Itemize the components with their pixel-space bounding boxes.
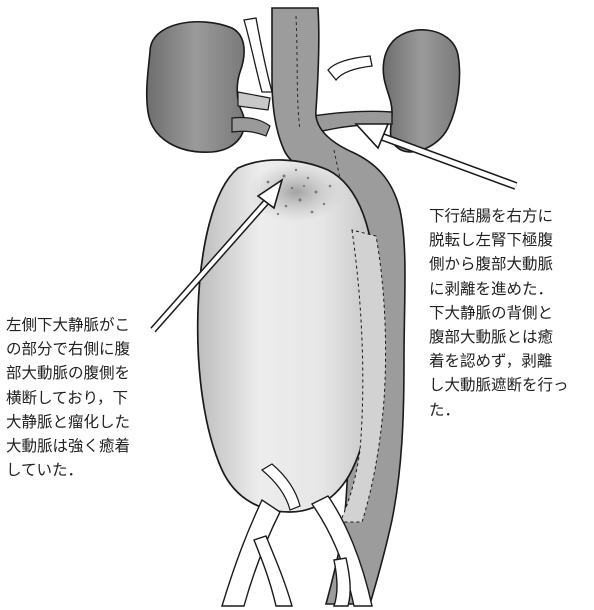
caption-left-line: 左側下大静脈がこ [6,313,130,337]
right-renal-vessel [238,92,270,110]
caption-left-line: の部分で右側に腹 [6,337,130,361]
right-kidney [147,22,245,152]
caption-left-line: 大静脈と瘤化した [6,410,130,434]
left-kidney [383,30,459,152]
caption-right-line: た． [429,398,569,422]
caption-right-line: 側から腹部大動脈 [429,252,569,276]
right-iliac-branch [254,536,292,606]
caption-right-line: 脱転し左腎下極腹 [429,228,569,252]
left-iliac-branch [334,558,350,606]
upper-right-vessel [328,56,372,80]
caption-left-line: していた． [6,458,130,482]
caption-left-line: 部大動脈の腹側を [6,361,130,385]
caption-right-line: に剥離を進めた． [429,277,569,301]
caption-right-line: 下大静脈の背側と [429,301,569,325]
caption-right-line: 腹部大動脈とは癒 [429,325,569,349]
caption-left-line: 大動脈は強く癒着 [6,434,130,458]
caption-right-line: 下行結腸を右方に [429,204,569,228]
caption-right-line: し大動脈遮断を行っ [429,373,569,397]
caption-left-ivc-adhesion: 左側下大静脈がこ の部分で右側に腹 部大動脈の腹側を 横断しており，下 大静脈と… [6,313,130,482]
caption-left-line: 横断しており，下 [6,386,130,410]
caption-right-dissection: 下行結腸を右方に 脱転し左腎下極腹 側から腹部大動脈 に剥離を進めた． 下大静脈… [429,204,569,422]
caption-right-line: 着を認めず，剥離 [429,349,569,373]
upper-left-vessel [244,18,272,92]
